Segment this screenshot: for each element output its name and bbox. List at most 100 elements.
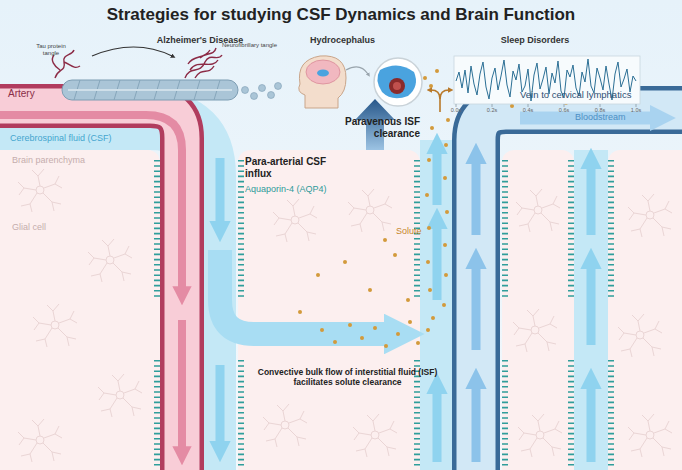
glial-cell xyxy=(348,189,392,232)
ventricle-closeup xyxy=(393,82,401,90)
csf-flow-arrow xyxy=(587,265,596,345)
solute-dot xyxy=(427,226,431,230)
aqp4-channel xyxy=(608,160,614,468)
ventricle-closeup xyxy=(374,58,422,106)
vessel-label: Artery xyxy=(8,88,98,100)
tau-tangle xyxy=(185,48,222,78)
solute-dot xyxy=(406,298,410,302)
parenchyma-box xyxy=(0,150,682,470)
glial-cell xyxy=(273,199,317,242)
diagram-title: Strategies for studying CSF Dynamics and… xyxy=(0,5,682,25)
solute-dot xyxy=(443,176,447,180)
vein xyxy=(472,265,481,350)
solute-dot xyxy=(427,158,431,162)
flow-label: Bloodstream xyxy=(575,112,665,122)
panel-title: Hydrocephalus xyxy=(295,35,390,45)
head-illustration xyxy=(299,56,346,108)
solute-dot xyxy=(431,316,435,320)
eeg-plot xyxy=(456,104,636,107)
axis-tick: 0.4s xyxy=(516,107,540,113)
parenchyma-box xyxy=(0,150,160,470)
vein xyxy=(476,110,682,470)
csf-flow-arrow xyxy=(433,150,442,205)
axis-tick: 0.0s xyxy=(444,107,468,113)
head-illustration xyxy=(299,56,346,108)
csf-flow-arrow xyxy=(587,165,596,235)
microtubule-illustration xyxy=(62,80,282,100)
solute-dot xyxy=(444,273,448,277)
aqp4-channel xyxy=(154,160,160,468)
glial-cell xyxy=(18,169,62,212)
cell-label: Glial cell xyxy=(12,222,102,232)
solute-dot xyxy=(416,341,420,345)
csf-flow-arrow xyxy=(433,225,442,300)
csf-flow-arrow xyxy=(220,250,392,334)
solute-dot xyxy=(425,193,429,197)
microtubule-illustration xyxy=(275,83,282,90)
head-illustration xyxy=(306,60,340,84)
solute-dot xyxy=(446,118,450,122)
microtubule-illustration xyxy=(62,80,238,100)
solute-dot xyxy=(393,253,397,257)
artery xyxy=(0,106,182,470)
solute-dot xyxy=(445,210,449,214)
microtubule-illustration xyxy=(242,87,249,94)
ventricle-closeup xyxy=(377,65,416,98)
vessel-label: Vein to cervical lymphatics xyxy=(520,90,680,101)
solute-dot xyxy=(442,303,446,307)
glial-cell xyxy=(98,374,142,417)
ventricle-closeup xyxy=(389,78,405,94)
artery xyxy=(0,106,182,470)
process-label: Para-arterial CSF influx xyxy=(245,156,335,179)
solute-dot xyxy=(343,260,347,264)
solute-dot xyxy=(510,104,514,108)
zoom-arrow xyxy=(346,67,368,74)
aqp4-channel xyxy=(157,160,611,468)
callout-label: Neurofibrillary tangle xyxy=(222,42,292,49)
glial-cell xyxy=(516,189,560,232)
clearance-arrow xyxy=(431,90,440,112)
solute-dot xyxy=(383,238,387,242)
panel-title: Sleep Disorders xyxy=(480,35,590,45)
process-arrow xyxy=(92,47,172,56)
microtubule-illustration xyxy=(251,93,258,100)
clearance-arrow xyxy=(440,90,449,99)
parenchyma-box xyxy=(608,150,682,470)
ventricle-closeup xyxy=(374,58,422,106)
csf-flow-arrow xyxy=(216,158,225,225)
paravenous-channel xyxy=(420,140,454,470)
aqp4-channel xyxy=(568,160,574,468)
glial-cell xyxy=(628,194,672,237)
solute-dot xyxy=(428,288,432,292)
solute-label: Solute xyxy=(396,226,446,236)
solute-dot xyxy=(298,310,302,314)
solute-dot xyxy=(396,332,400,336)
axis-tick: 0.2s xyxy=(480,107,504,113)
paravenous-channel xyxy=(574,150,608,470)
solute-dot xyxy=(298,69,568,348)
glial-cell xyxy=(513,309,557,352)
solute-dot xyxy=(316,273,320,277)
solute-dot xyxy=(426,260,430,264)
csf-flow-arrow xyxy=(433,390,442,462)
parenchyma-box xyxy=(502,150,574,470)
vein xyxy=(472,385,481,462)
solute-dot xyxy=(435,69,439,73)
head-illustration xyxy=(317,70,329,77)
microtubule-illustration xyxy=(259,85,266,92)
glial-cell xyxy=(628,414,672,457)
vein xyxy=(476,110,682,470)
glial-cell xyxy=(88,239,132,282)
solute-dot xyxy=(320,328,324,332)
csf-flow-arrow xyxy=(587,385,596,462)
solute-dot xyxy=(444,143,448,147)
solute-dot xyxy=(423,76,427,80)
solute-dot xyxy=(333,340,337,344)
glial-cell xyxy=(263,404,307,447)
microtubule-illustration xyxy=(268,92,275,99)
glial-cell xyxy=(618,314,662,357)
solute-dot xyxy=(360,336,364,340)
solute-dot xyxy=(384,344,388,348)
microtubule-illustration xyxy=(68,89,232,91)
